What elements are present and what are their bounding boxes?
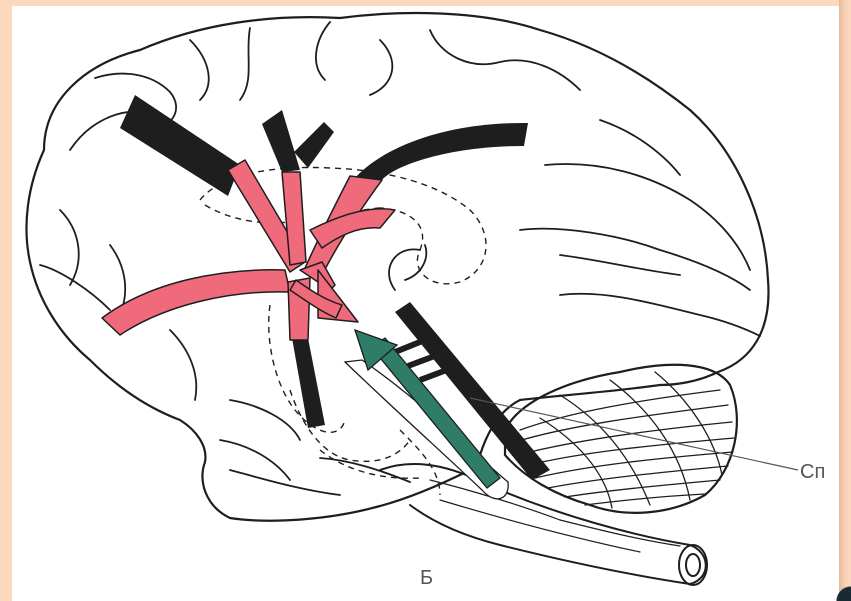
cerebellum (505, 365, 737, 513)
label-sp: Сп (800, 461, 825, 483)
label-b: Б (420, 567, 433, 589)
gyri-lines (40, 22, 760, 495)
red-pathways (102, 160, 395, 340)
brain-outline (26, 13, 768, 521)
